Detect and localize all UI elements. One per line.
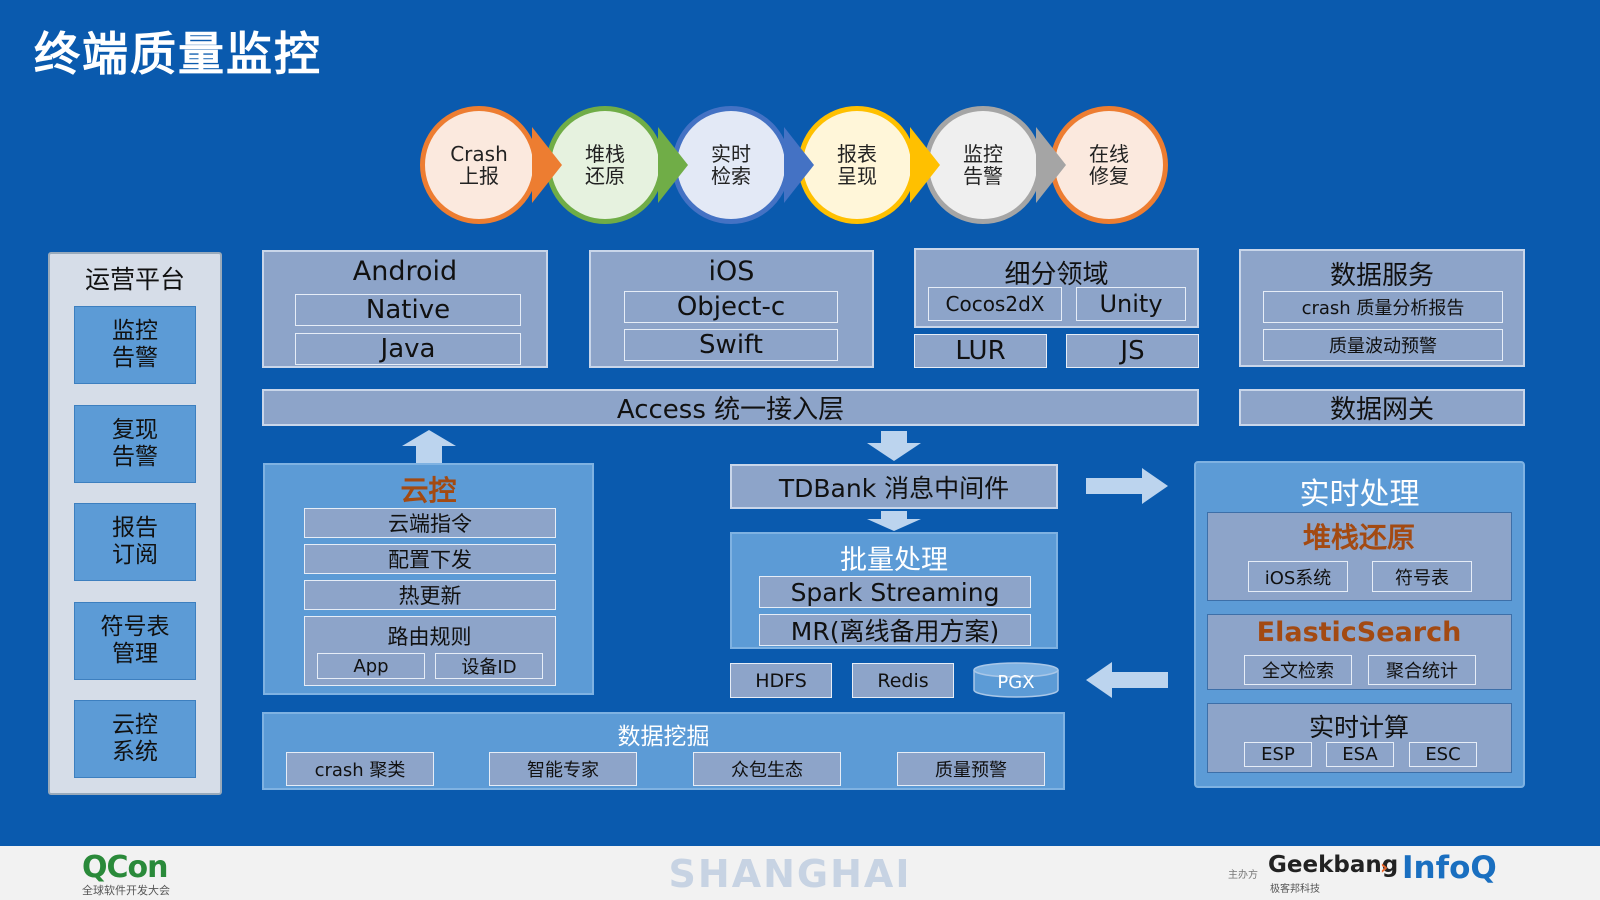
batch-mr-offline: MR(离线备用方案)	[759, 614, 1031, 646]
cloud-control-title: 云控	[400, 474, 457, 507]
routing-rules-title: 路由规则	[387, 625, 472, 649]
down-arrow-small-icon	[867, 511, 921, 531]
routing-app: App	[317, 653, 425, 679]
android-box: Android Native Java	[262, 250, 548, 368]
mining-quality-alert: 质量预警	[897, 752, 1045, 786]
realtime-processing-box: 实时处理 堆栈还原 iOS系统 符号表 ElasticSearch 全文检索 聚…	[1194, 461, 1525, 788]
city-watermark: SHANGHAI	[668, 852, 912, 896]
routing-device-id: 设备ID	[435, 653, 543, 679]
es-fulltext-search: 全文检索	[1244, 655, 1352, 685]
ops-item-monitor-alert[interactable]: 监控 告警	[74, 306, 196, 384]
segment-js: JS	[1066, 334, 1199, 368]
data-mining-title: 数据挖掘	[617, 724, 710, 750]
calc-esc: ESC	[1409, 742, 1477, 767]
pipeline-arrow-icon	[1036, 127, 1066, 203]
pipeline-arrow-icon	[910, 127, 940, 203]
host-label: 主办方	[1228, 870, 1258, 881]
page-title: 终端质量监控	[34, 27, 322, 81]
segment-cocos2dx: Cocos2dX	[928, 287, 1062, 321]
storage-redis: Redis	[852, 663, 954, 698]
up-arrow-icon	[402, 430, 456, 464]
android-java: Java	[295, 333, 521, 365]
geekbang-subtitle: 极客邦科技	[1270, 884, 1320, 895]
storage-pgx: PGX	[997, 672, 1035, 693]
elasticsearch-title: ElasticSearch	[1256, 617, 1462, 648]
geekbang-logo: Geekbang	[1268, 852, 1399, 878]
data-gateway: 数据网关	[1239, 389, 1525, 426]
cloud-command: 云端指令	[304, 508, 556, 538]
ops-item-symbol-management[interactable]: 符号表 管理	[74, 602, 196, 680]
pipeline-step-3: 报表 呈现	[798, 106, 916, 224]
segment-title: 细分领域	[1004, 260, 1109, 290]
segment-lur: LUR	[914, 334, 1047, 368]
stack-symbol-table: 符号表	[1372, 561, 1472, 592]
pipeline-arrow-icon	[658, 127, 688, 203]
pipeline-step-5: 在线 修复	[1050, 106, 1168, 224]
down-arrow-icon	[867, 431, 921, 461]
pipeline-arrow-icon	[532, 127, 562, 203]
segment-box: 细分领域 Cocos2dX Unity	[914, 248, 1199, 328]
ios-title: iOS	[708, 256, 755, 287]
pipeline-step-2: 实时 检索	[672, 106, 790, 224]
left-arrow-icon	[1086, 662, 1168, 698]
batch-processing-box: 批量处理 Spark Streaming MR(离线备用方案)	[730, 532, 1058, 649]
process-pipeline: Crash 上报堆栈 还原实时 检索报表 呈现监控 告警在线 修复	[420, 104, 1180, 228]
data-service-fluctuation-alert: 质量波动预警	[1263, 329, 1503, 361]
ops-platform-title: 运营平台	[84, 265, 185, 294]
cloud-control-box: 云控 云端指令 配置下发 热更新 路由规则 App 设备ID	[263, 463, 594, 695]
stack-restore-box: 堆栈还原 iOS系统 符号表	[1207, 512, 1512, 601]
tdbank-middleware: TDBank 消息中间件	[730, 464, 1058, 509]
es-aggregation: 聚合统计	[1368, 655, 1476, 685]
storage-hdfs: HDFS	[730, 663, 832, 698]
batch-processing-title: 批量处理	[840, 545, 948, 576]
pipeline-step-1: 堆栈 还原	[546, 106, 664, 224]
stack-restore-title: 堆栈还原	[1302, 521, 1415, 554]
realtime-processing-title: 实时处理	[1299, 477, 1420, 512]
infoq-logo: InfoQ	[1402, 850, 1497, 886]
mining-crowdsourcing: 众包生态	[693, 752, 841, 786]
mining-smart-expert: 智能专家	[489, 752, 637, 786]
cloud-config-push: 配置下发	[304, 544, 556, 574]
android-title: Android	[352, 256, 458, 287]
data-service-title: 数据服务	[1329, 261, 1434, 291]
batch-spark-streaming: Spark Streaming	[759, 576, 1031, 608]
footer-bar: QCon 全球软件开发大会 SHANGHAI 主办方 Geekbang › 极客…	[0, 846, 1600, 900]
calc-esa: ESA	[1326, 742, 1394, 767]
stack-ios-system: iOS系统	[1248, 561, 1348, 592]
android-native: Native	[295, 294, 521, 326]
pipeline-arrow-icon	[784, 127, 814, 203]
realtime-calc-box: 实时计算 ESP ESA ESC	[1207, 703, 1512, 773]
realtime-calc-title: 实时计算	[1308, 713, 1409, 742]
pipeline-step-0: Crash 上报	[420, 106, 538, 224]
mining-crash-cluster: crash 聚类	[286, 752, 434, 786]
right-arrow-icon	[1086, 468, 1168, 504]
data-service-crash-report: crash 质量分析报告	[1263, 291, 1503, 323]
ops-platform-panel: 运营平台 监控 告警 复现 告警 报告 订阅 符号表 管理 云控 系统	[48, 252, 222, 795]
ops-item-reproduce-alert[interactable]: 复现 告警	[74, 405, 196, 483]
data-service-box: 数据服务 crash 质量分析报告 质量波动预警	[1239, 249, 1525, 367]
segment-unity: Unity	[1076, 287, 1186, 321]
data-mining-box: 数据挖掘 crash 聚类 智能专家 众包生态 质量预警	[262, 712, 1065, 790]
qcon-subtitle: 全球软件开发大会	[82, 884, 170, 897]
routing-rules-box: 路由规则 App 设备ID	[304, 616, 556, 686]
ios-box: iOS Object-c Swift	[589, 250, 874, 368]
cloud-hot-update: 热更新	[304, 580, 556, 610]
ops-item-cloud-control[interactable]: 云控 系统	[74, 700, 196, 778]
qcon-logo: QCon	[82, 850, 168, 885]
elasticsearch-box: ElasticSearch 全文检索 聚合统计	[1207, 614, 1512, 690]
access-layer: Access 统一接入层	[262, 389, 1199, 426]
geekbang-arrow-icon: ›	[1380, 855, 1389, 879]
ios-objective-c: Object-c	[624, 291, 838, 323]
pipeline-step-4: 监控 告警	[924, 106, 1042, 224]
pgx-cylinder-icon	[973, 662, 1059, 698]
calc-esp: ESP	[1244, 742, 1312, 767]
ios-swift: Swift	[624, 329, 838, 361]
ops-item-report-subscribe[interactable]: 报告 订阅	[74, 503, 196, 581]
